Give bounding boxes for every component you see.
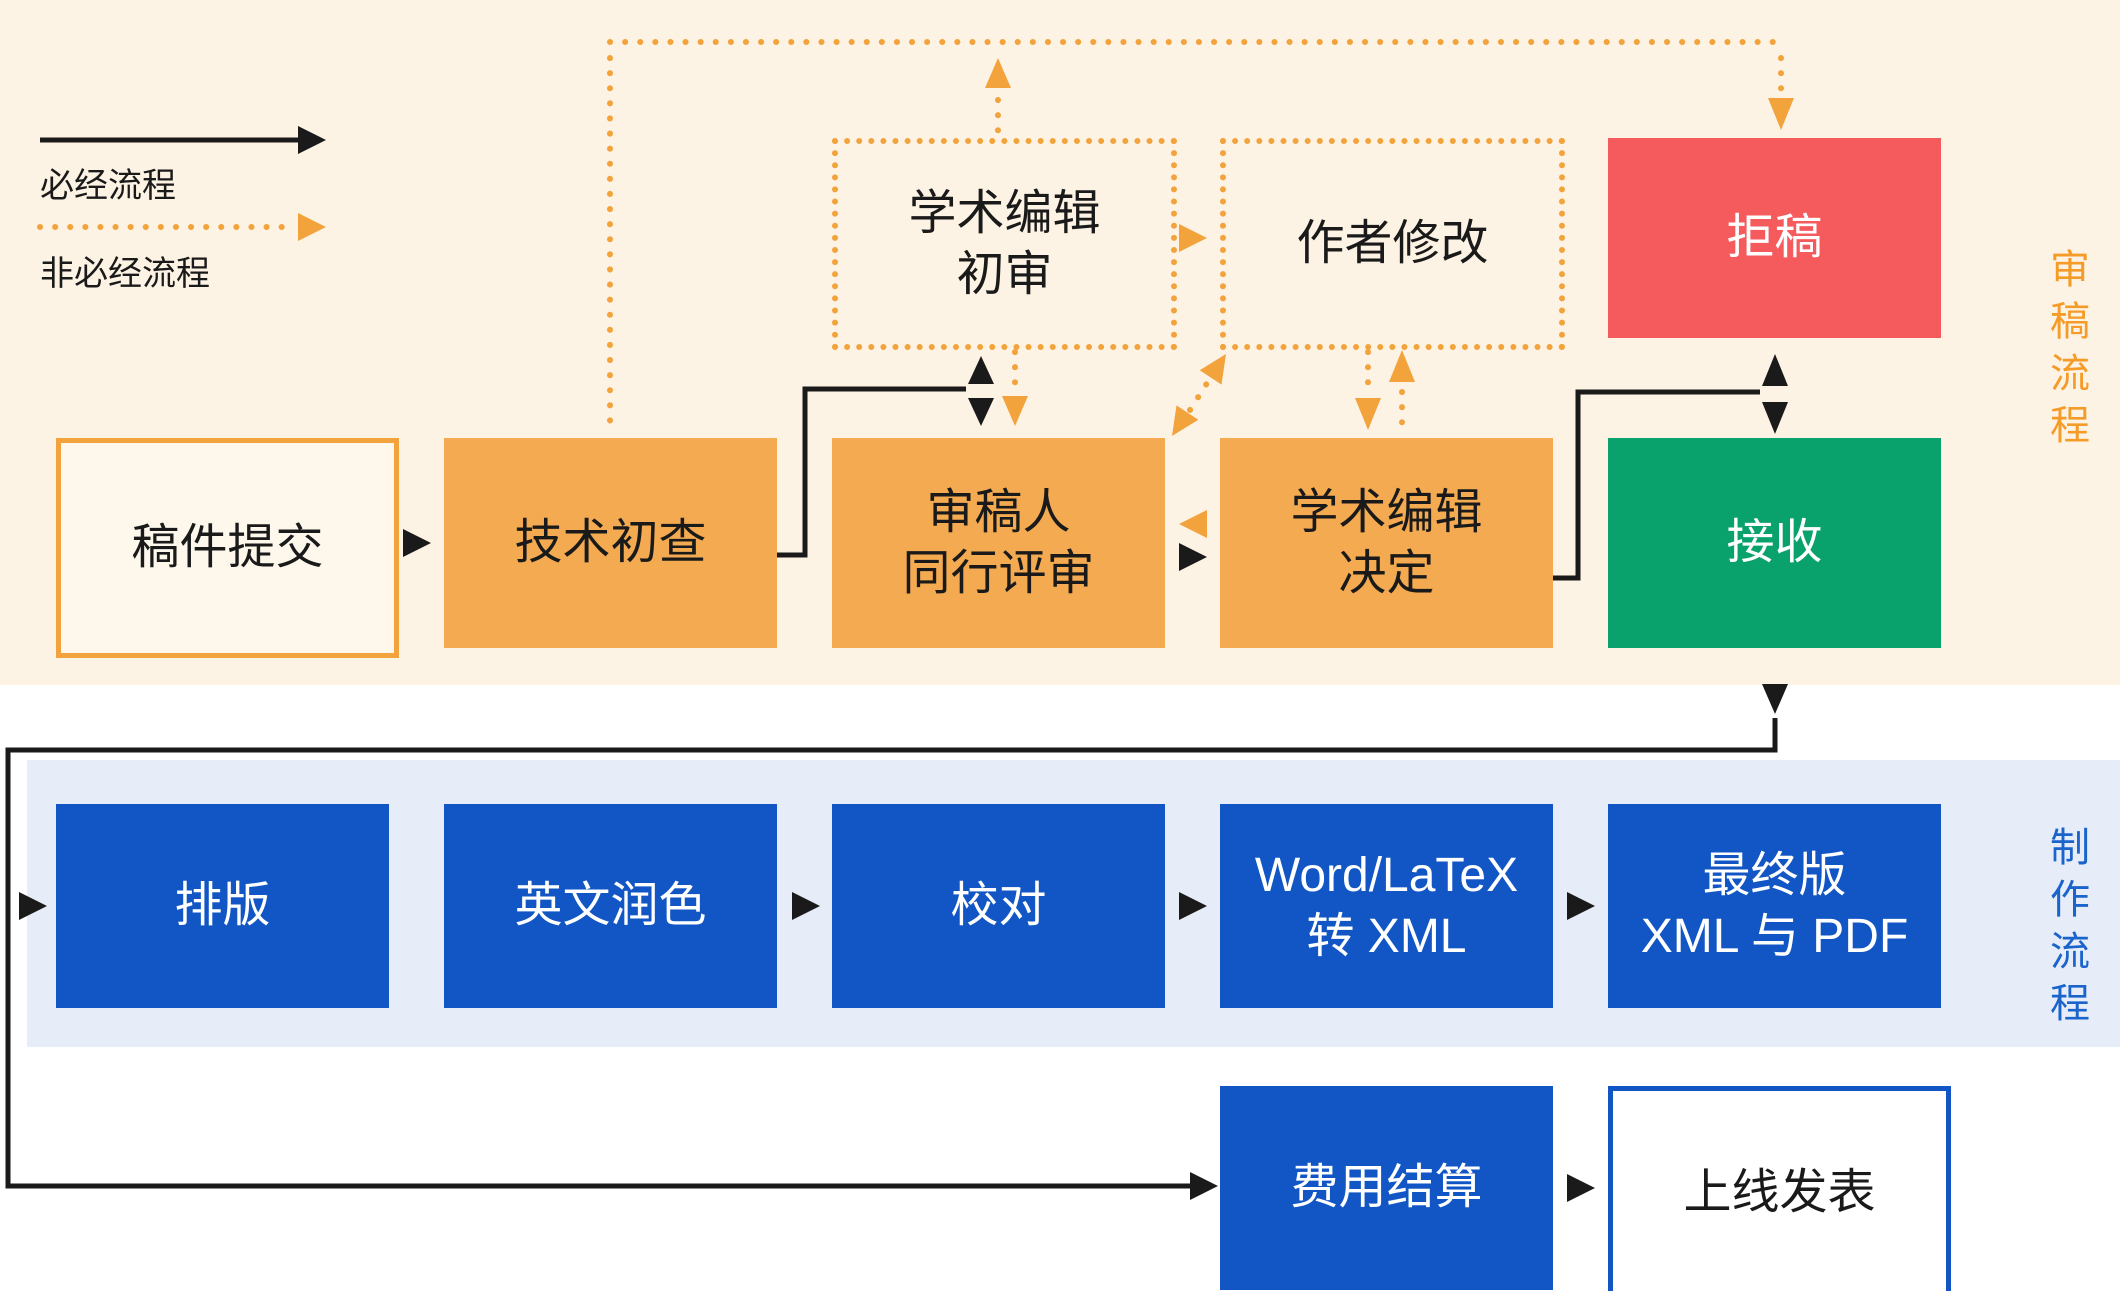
optional-path-revision-peer-review-diagonal: [1172, 354, 1226, 436]
node-fee-settlement: 费用结算: [1220, 1086, 1553, 1290]
node-submission: 稿件提交: [56, 438, 399, 658]
path-accept-to-production: [5, 684, 1788, 1200]
arrow-fee-to-publish: [1567, 1174, 1595, 1202]
legend-optional-arrow: [37, 213, 326, 241]
optional-path-editor-initial-to-peer-review: [1002, 349, 1028, 426]
node-author-revision: 作者修改: [1220, 138, 1565, 350]
node-word-latex-to-xml: Word/LaTeX 转 XML: [1220, 804, 1553, 1008]
node-accept: 接收: [1608, 438, 1941, 648]
node-editor-decision: 学术编辑 决定: [1220, 438, 1553, 648]
node-peer-review: 审稿人 同行评审: [832, 438, 1165, 648]
optional-path-revision-editor-decision: [1355, 349, 1415, 435]
node-english-polish: 英文润色: [444, 804, 777, 1008]
node-reject: 拒稿: [1608, 138, 1941, 338]
optional-path-reject-highway: [607, 39, 1794, 433]
path-decision-to-reject-accept: [1553, 354, 1788, 581]
arrows-production-row: [792, 892, 1595, 920]
node-final-xml-pdf: 最终版 XML 与 PDF: [1608, 804, 1941, 1008]
review-process-side-label: 审稿流程: [2044, 248, 2088, 456]
optional-arrow-initial-to-revision: [1179, 224, 1207, 252]
node-proofreading: 校对: [832, 804, 1165, 1008]
node-typesetting: 排版: [56, 804, 389, 1008]
node-tech-check: 技术初查: [444, 438, 777, 648]
production-process-side-label: 制作流程: [2044, 826, 2088, 1034]
path-tech-check-to-review: [776, 356, 994, 558]
node-publish-online: 上线发表: [1608, 1086, 1951, 1291]
legend-optional-label: 非必经流程: [40, 255, 210, 293]
arrow-peer-review-editor-decision: [1179, 510, 1207, 571]
legend-required-label: 必经流程: [40, 167, 176, 205]
legend-required-arrow: [40, 126, 326, 154]
node-editor-initial-review: 学术编辑 初审: [832, 138, 1177, 350]
arrow-submission-to-tech-check: [403, 529, 431, 557]
